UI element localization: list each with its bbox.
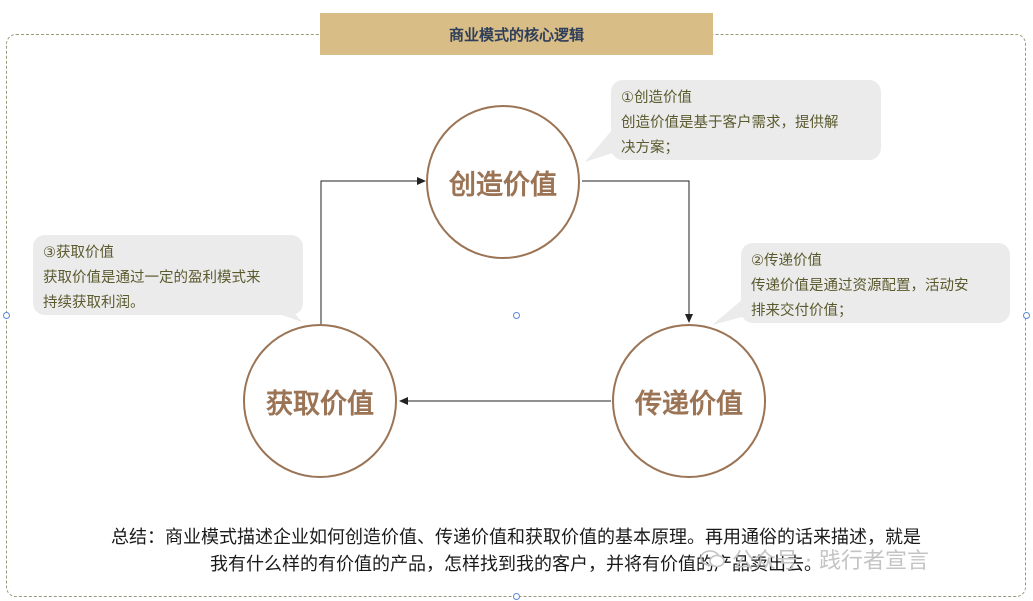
callout-create-heading: ①创造价值	[621, 90, 692, 106]
resize-handle-center[interactable]	[513, 312, 520, 319]
node-capture-value[interactable]: 获取价值	[243, 324, 397, 478]
watermark: 公众号 · 践行者宣言	[700, 543, 929, 575]
node-deliver-value[interactable]: 传递价值	[612, 324, 766, 478]
wechat-icon	[700, 550, 725, 568]
callout-capture-heading: ③获取价值	[43, 245, 114, 261]
resize-handle-right[interactable]	[1023, 312, 1030, 319]
callout-deliver-heading: ②传递价值	[751, 253, 822, 269]
connector-capture-to-create	[320, 177, 426, 324]
node-create-value[interactable]: 创造价值	[426, 105, 580, 259]
callout-create-line-1: 创造价值是基于客户需求，提供解	[621, 115, 839, 131]
summary-line-2: 我有什么样的有价值的产品，怎样找到我的客户，并将有价值的产品卖出去。	[210, 554, 822, 575]
callout-capture-line-1: 获取价值是通过一定的盈利模式来	[43, 270, 261, 286]
connector-create-to-deliver	[582, 180, 693, 323]
diagram-title: 商业模式的核心逻辑	[320, 13, 713, 55]
node-create-value-label: 创造价值	[449, 169, 557, 201]
watermark-text: 公众号 · 践行者宣言	[732, 549, 929, 574]
callout-capture-line-2: 持续获取利润。	[43, 295, 145, 311]
callout-deliver: ②传递价值 传递价值是通过资源配置，活动安 排来交付价值；	[741, 243, 1010, 323]
summary-text: 总结：商业模式描述企业如何创造价值、传递价值和获取价值的基本原理。再用通俗的话来…	[36, 524, 996, 578]
summary-line-1: 总结：商业模式描述企业如何创造价值、传递价值和获取价值的基本原理。再用通俗的话来…	[111, 527, 921, 548]
callout-create: ①创造价值 创造价值是基于客户需求，提供解 决方案；	[611, 80, 881, 160]
node-capture-value-label: 获取价值	[266, 388, 374, 420]
callout-capture: ③获取价值 获取价值是通过一定的盈利模式来 持续获取利润。	[33, 235, 303, 315]
resize-handle-bottom[interactable]	[513, 593, 520, 600]
resize-handle-left[interactable]	[3, 312, 10, 319]
callout-deliver-line-2: 排来交付价值；	[751, 303, 853, 319]
callout-deliver-line-1: 传递价值是通过资源配置，活动安	[751, 278, 969, 294]
callout-create-line-2: 决方案；	[621, 140, 679, 156]
node-deliver-value-label: 传递价值	[635, 388, 743, 420]
